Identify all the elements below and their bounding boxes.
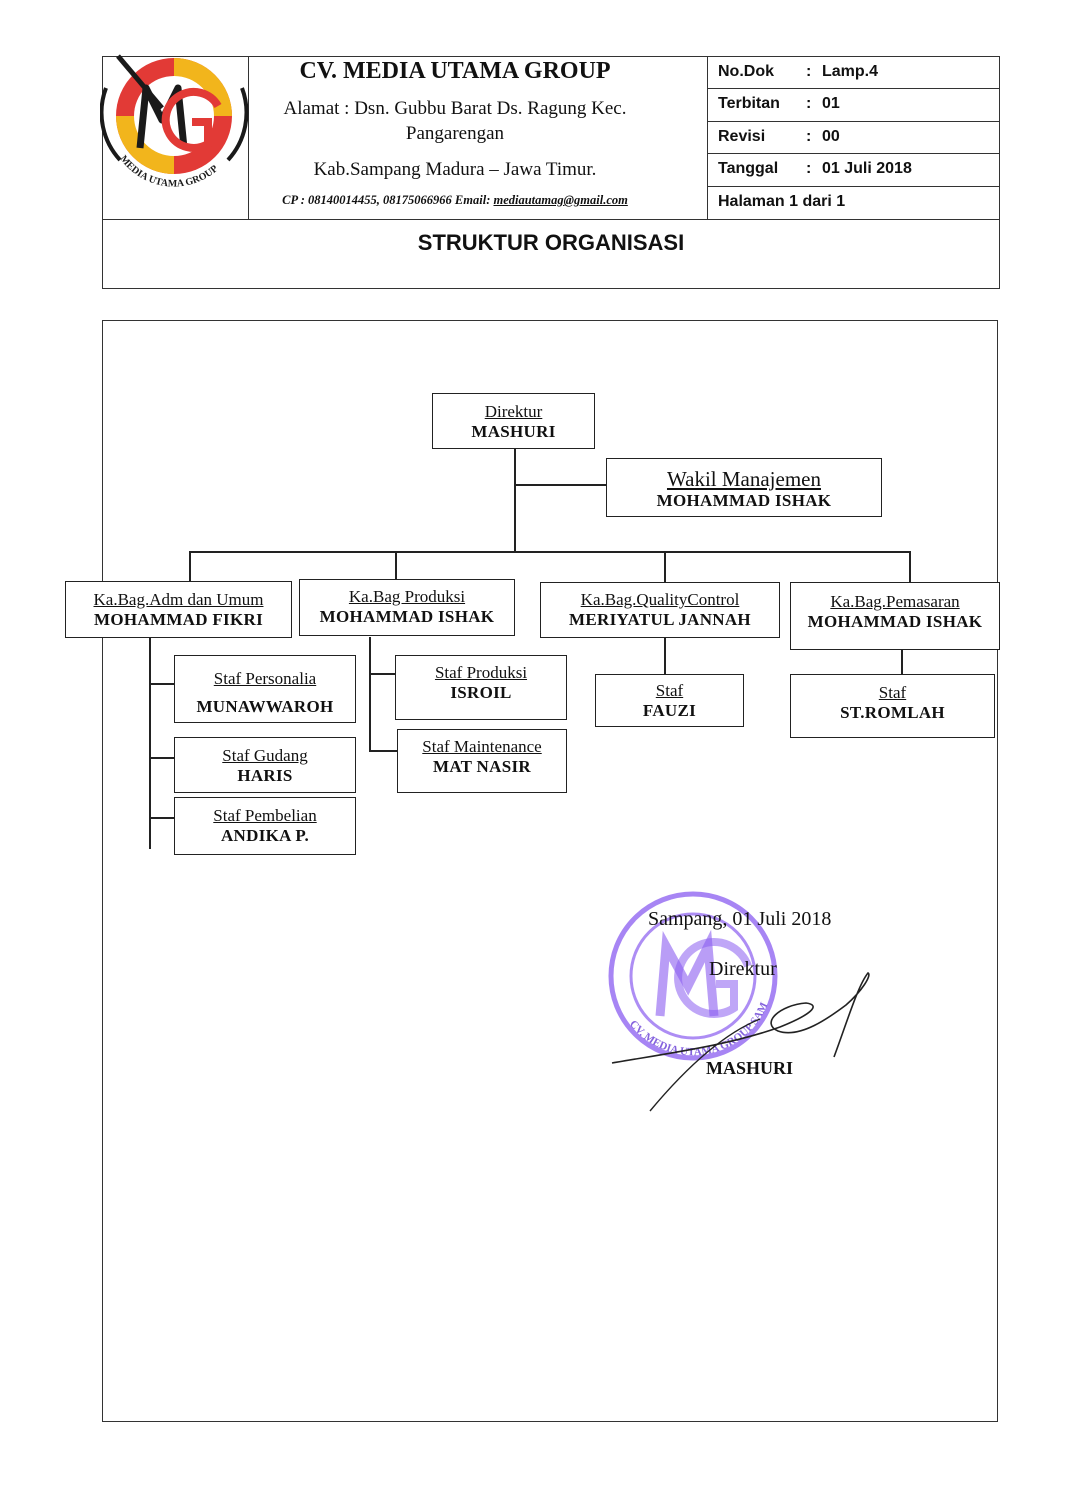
box-role: Ka.Bag.QualityControl <box>580 590 740 609</box>
org-chart-frame <box>102 320 998 1422</box>
company-logo: MEDIA UTAMA GROUP <box>100 54 249 190</box>
meta-row-revisi: Revisi: 00 <box>718 128 840 145</box>
box-kabag-pemasaran: Ka.Bag.Pemasaran MOHAMMAD ISHAK <box>790 582 1000 650</box>
box-staf-produksi: Staf Produksi ISROIL <box>395 655 567 720</box>
box-name: MOHAMMAD FIKRI <box>94 610 263 629</box>
meta-row-tanggal: Tanggal: 01 Juli 2018 <box>718 160 912 177</box>
box-name: MOHAMMAD ISHAK <box>807 612 983 631</box>
signature-position: Direktur <box>709 958 777 980</box>
box-role: Staf Maintenance <box>422 737 542 756</box>
box-role: Ka.Bag Produksi <box>348 587 466 606</box>
box-name: MAT NASIR <box>433 757 531 776</box>
connector-produksi-trunk <box>369 637 371 752</box>
meta-key: Tanggal <box>718 160 779 177</box>
header-divider-left <box>248 56 249 219</box>
contact-email-link[interactable]: mediautamag@gmail.com <box>493 193 628 207</box>
box-role: Wakil Manajemen <box>666 467 821 491</box>
box-staf-pembelian: Staf Pembelian ANDIKA P. <box>174 797 356 855</box>
connector-staf-qc <box>664 637 666 674</box>
connector-wakil <box>514 484 607 486</box>
box-kabag-qc: Ka.Bag.QualityControl MERIYATUL JANNAH <box>540 582 780 638</box>
box-role: Direktur <box>484 402 543 421</box>
meta-row-nodok: No.Dok: Lamp.4 <box>718 63 879 80</box>
meta-row-terbitan: Terbitan: 01 <box>718 95 840 112</box>
signature-name: MASHURI <box>706 1058 794 1078</box>
connector-kabag-qc <box>664 551 666 582</box>
meta-rule-1 <box>707 88 1000 89</box>
address-line-2: Pangarengan <box>405 123 505 144</box>
box-name: MASHURI <box>471 422 556 441</box>
box-wakil-manajemen: Wakil Manajemen MOHAMMAD ISHAK <box>606 458 882 517</box>
box-staf-maintenance: Staf Maintenance MAT NASIR <box>397 729 567 793</box>
connector-staf-produksi <box>369 673 395 675</box>
meta-rule-4 <box>707 186 1000 187</box>
company-stamp: CV. MEDIA UTAMA GROUP SAMPANG <box>598 888 778 1061</box>
box-name: FAUZI <box>642 701 697 720</box>
box-name: MERIYATUL JANNAH <box>569 610 751 629</box>
address-line-3: Kab.Sampang Madura – Jawa Timur. <box>313 159 597 180</box>
meta-value: Lamp.4 <box>822 63 879 80</box>
box-name: MUNAWWAROH <box>196 697 334 716</box>
box-role: Staf Produksi <box>434 663 528 682</box>
connector-kabag-bus <box>189 551 911 553</box>
box-role: Staf Gudang <box>222 746 308 765</box>
connector-kabag-produksi <box>395 551 397 579</box>
box-kabag-produksi: Ka.Bag Produksi MOHAMMAD ISHAK <box>299 579 515 636</box>
meta-value: 00 <box>822 128 840 145</box>
header-divider-right <box>707 56 708 219</box>
box-staf-qc: Staf FAUZI <box>595 674 744 727</box>
contact-line: CP : 08140014455, 08175066966 Email: med… <box>250 193 660 208</box>
box-role: Staf <box>655 681 684 700</box>
address-line-1: Alamat : Dsn. Gubbu Barat Ds. Ragung Kec… <box>283 98 627 119</box>
box-name: ISROIL <box>450 683 512 702</box>
box-staf-gudang: Staf Gudang HARIS <box>174 737 356 793</box>
connector-personalia <box>149 683 174 685</box>
box-role: Staf <box>878 683 907 702</box>
box-role: Ka.Bag.Adm dan Umum <box>93 590 264 609</box>
connector-adm-trunk <box>149 637 151 849</box>
contact-phones: CP : 08140014455, 08175066966 Email: <box>282 193 491 207</box>
meta-rule-2 <box>707 121 1000 122</box>
box-role: Staf Pembelian <box>213 806 317 825</box>
meta-key: Terbitan <box>718 95 780 112</box>
signature-place-date: Sampang, 01 Juli 2018 <box>648 908 832 930</box>
connector-staf-pemasaran <box>901 650 903 674</box>
box-kabag-adm: Ka.Bag.Adm dan Umum MOHAMMAD FIKRI <box>65 581 292 638</box>
connector-gudang <box>149 757 174 759</box>
box-name: ST.ROMLAH <box>840 703 945 722</box>
meta-key: No.Dok <box>718 63 774 80</box>
box-name: HARIS <box>237 766 293 785</box>
box-role: Staf Personalia <box>213 669 317 688</box>
connector-kabag-pemasaran <box>909 551 911 582</box>
handwritten-signature <box>611 971 870 1112</box>
box-staf-personalia: Staf Personalia MUNAWWAROH <box>174 655 356 723</box>
connector-direktur-trunk <box>514 448 516 552</box>
connector-staf-maintenance <box>369 750 397 752</box>
header-bottom-rule <box>102 219 1000 220</box>
box-name: MOHAMMAD ISHAK <box>319 607 495 626</box>
meta-rule-3 <box>707 153 1000 154</box>
connector-pembelian <box>149 817 174 819</box>
box-role: Ka.Bag.Pemasaran <box>830 592 960 611</box>
meta-value: 01 Juli 2018 <box>822 160 912 177</box>
document-title: STRUKTUR ORGANISASI <box>417 230 685 255</box>
box-name: MOHAMMAD ISHAK <box>656 491 832 510</box>
box-name: ANDIKA P. <box>220 826 310 845</box>
meta-value: 01 <box>822 95 840 112</box>
meta-row-halaman: Halaman 1 dari 1 <box>708 187 1000 219</box>
connector-kabag-adm <box>189 551 191 581</box>
company-name: CV. MEDIA UTAMA GROUP <box>299 58 611 84</box>
meta-key: Revisi <box>718 128 766 145</box>
box-direktur: Direktur MASHURI <box>432 393 595 449</box>
page-indicator: Halaman 1 dari 1 <box>718 193 846 210</box>
header-frame <box>102 56 1000 289</box>
box-staf-pemasaran: Staf ST.ROMLAH <box>790 674 995 738</box>
